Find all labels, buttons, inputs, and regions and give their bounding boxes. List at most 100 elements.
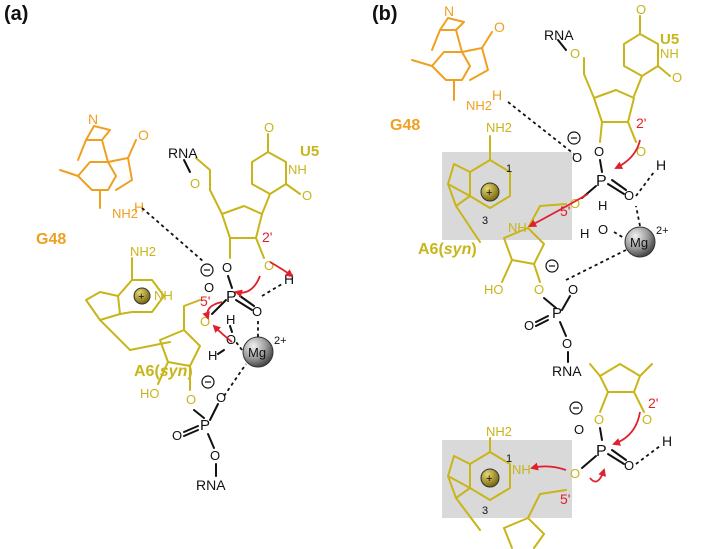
c-p: P bbox=[596, 443, 607, 460]
u5b-two-prime: 2' bbox=[636, 115, 646, 131]
wb-o: O bbox=[598, 222, 608, 237]
hbond-g48-a bbox=[141, 207, 205, 263]
u5b-o4: O bbox=[636, 2, 646, 17]
water-h-top: H bbox=[226, 312, 235, 327]
g48-n7: N bbox=[88, 111, 98, 127]
wb-h-top: H bbox=[598, 198, 607, 213]
mg-sphere-icon bbox=[624, 226, 656, 258]
u5b-h: H bbox=[656, 157, 666, 173]
curved-arrow-icon bbox=[528, 193, 589, 227]
g48-n1h-h: H bbox=[134, 199, 144, 215]
u5-o5: O bbox=[190, 176, 200, 191]
a6b-2oh: HO bbox=[484, 282, 504, 297]
mg-charge-b: 2+ bbox=[656, 225, 669, 237]
c-o5: O bbox=[570, 466, 580, 481]
water-mg-b: H O H Mg 2+ bbox=[565, 198, 669, 281]
p2-o-minus: O bbox=[216, 390, 226, 405]
g48-label: G48 bbox=[36, 231, 66, 248]
g48-guanine-b: N O NH2 H G48 bbox=[390, 3, 505, 134]
g48-guanine: N O NH2 H G48 bbox=[36, 111, 149, 248]
pb2-atom: P bbox=[552, 305, 562, 322]
p2-o5: O bbox=[210, 448, 220, 463]
a6-nh2: NH2 bbox=[130, 244, 156, 259]
g48-carbonyl-o: O bbox=[138, 127, 149, 143]
plus-charge-icon bbox=[480, 182, 500, 202]
curved-arrow-icon bbox=[269, 261, 294, 278]
hbond-oxo-h-b bbox=[635, 171, 655, 197]
c-h: H bbox=[662, 433, 672, 449]
a6-label-b: A6(syn) bbox=[418, 241, 477, 258]
c-nh2: NH2 bbox=[486, 424, 512, 439]
pb-oxo: O bbox=[624, 188, 634, 203]
minus-charge-icon bbox=[567, 131, 581, 145]
rna-bottom-label-a: RNA bbox=[196, 477, 226, 493]
g48b-n7: N bbox=[444, 3, 454, 19]
p-o3: O bbox=[222, 260, 232, 275]
curved-arrow-icon bbox=[202, 301, 223, 320]
a6-o3: O bbox=[186, 392, 196, 407]
p-o5-leaving: O bbox=[200, 314, 210, 329]
u5b-o5: O bbox=[570, 46, 580, 61]
curved-arrow-icon bbox=[614, 139, 641, 169]
a6-label: A6(syn) bbox=[134, 363, 193, 380]
plus-sign: + bbox=[138, 291, 144, 303]
wb-h-left: H bbox=[580, 226, 589, 241]
pb2-o5: O bbox=[562, 336, 572, 351]
u5-nh: NH bbox=[288, 162, 307, 177]
a6b-five-prime: 5' bbox=[560, 203, 570, 219]
a6b-o3: O bbox=[534, 282, 544, 297]
p2-oxo: O bbox=[172, 428, 182, 443]
rna-bottom-label-b: RNA bbox=[552, 363, 582, 379]
panel-a: (a) N O NH2 H G48 NH2 + NH bbox=[4, 3, 319, 493]
u5b-nh: NH bbox=[660, 46, 679, 61]
a6b-nh2: NH2 bbox=[486, 120, 512, 135]
h-2oh: H bbox=[284, 271, 294, 287]
hbond-g48-b bbox=[507, 101, 575, 155]
c-five-prime: 5' bbox=[560, 491, 570, 507]
g48b-h: H bbox=[492, 87, 502, 103]
mg-label-a: Mg bbox=[248, 345, 266, 360]
u5b-o2: O bbox=[672, 70, 682, 85]
adenine-highlight-box-c bbox=[442, 440, 572, 518]
a6b-n3: 3 bbox=[482, 215, 488, 227]
mg-charge-a: 2+ bbox=[274, 335, 287, 347]
plus-charge-icon bbox=[133, 287, 151, 305]
c-n1: 1 bbox=[506, 453, 512, 465]
a6-nh: NH bbox=[154, 288, 173, 303]
c-o-minus: O bbox=[574, 422, 584, 437]
phosphate-a: O P O O O H bbox=[200, 260, 294, 329]
rna-top-label-b: RNA bbox=[544, 27, 574, 43]
p-o-minus: O bbox=[204, 280, 214, 295]
c-n3: 3 bbox=[482, 505, 488, 517]
curved-arrow-icon bbox=[530, 462, 567, 471]
water-o: O bbox=[226, 332, 236, 347]
pb-o3: O bbox=[594, 144, 604, 159]
panel-c: 2' O O H P O O O NH2 1 3 NH + 5' bbox=[442, 363, 672, 549]
plus-charge-icon bbox=[480, 468, 500, 488]
u5-nucleotide-b: U5 O NH O O RNA O 2' H bbox=[544, 2, 682, 173]
p-oxo: O bbox=[252, 304, 262, 319]
c-oxo: O bbox=[624, 458, 634, 473]
u5-nucleotide: U5 O NH O O RNA O 2' bbox=[168, 120, 319, 273]
u5-label-b: U5 bbox=[660, 31, 679, 48]
curved-arrow-icon bbox=[612, 411, 641, 446]
a6b-3p-phosphate: P O O O RNA bbox=[524, 259, 582, 379]
water-h-left: H bbox=[208, 348, 217, 363]
adenine-highlight-box bbox=[442, 152, 572, 240]
minus-charge-icon bbox=[201, 375, 215, 389]
minus-charge-icon bbox=[545, 259, 559, 273]
u5-label: U5 bbox=[300, 143, 319, 160]
curved-arrow-icon bbox=[589, 468, 606, 483]
u5-2-o: O bbox=[264, 258, 274, 273]
u5-c2-o: O bbox=[302, 188, 312, 203]
panel-b-label: (b) bbox=[372, 3, 398, 25]
g48-nh2: NH2 bbox=[112, 206, 138, 221]
plus-sign-b: + bbox=[486, 187, 492, 199]
c-ribose bbox=[599, 363, 641, 393]
p-atom: P bbox=[226, 289, 237, 306]
c-o2: O bbox=[642, 412, 652, 427]
plus-sign-c: + bbox=[486, 473, 492, 485]
g48-label-b: G48 bbox=[390, 117, 420, 134]
rna-top-label-a: RNA bbox=[168, 145, 198, 161]
